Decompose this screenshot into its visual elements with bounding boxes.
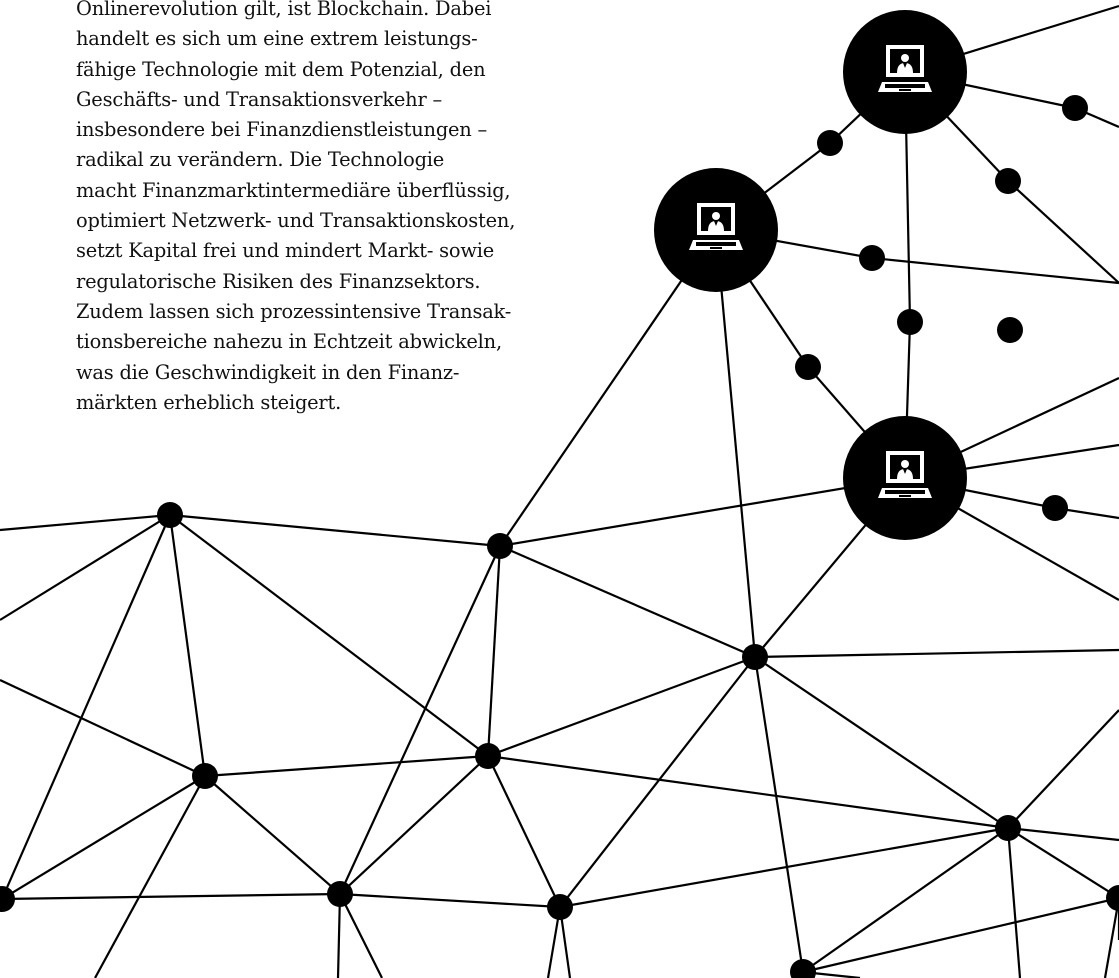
network-hubs: [654, 10, 967, 540]
network-node: [995, 815, 1021, 841]
network-link: [94, 775, 206, 978]
network-link: [339, 545, 501, 895]
network-node: [1106, 885, 1119, 911]
network-node: [817, 130, 843, 156]
text-line: fähige Technologie mit dem Potenzial, de…: [76, 57, 486, 81]
network-link: [336, 893, 342, 978]
text-line: Onlinerevolution gilt, ist Blockchain. D…: [76, 0, 492, 20]
text-line: märkten erheblich steigert.: [76, 390, 342, 414]
network-node: [1042, 495, 1068, 521]
network-link: [559, 656, 756, 908]
text-line: Geschäfts- und Transaktionsverkehr –: [76, 87, 442, 111]
network-link: [169, 513, 501, 548]
network-link: [487, 655, 756, 758]
network-link: [802, 896, 1119, 974]
network-node: [897, 309, 923, 335]
network-link: [204, 754, 489, 778]
network-node: [475, 743, 501, 769]
network-link: [871, 256, 1119, 285]
network-link: [714, 229, 757, 658]
text-line: was die Geschwindigkeit in den Finanz-: [76, 360, 460, 384]
network-node: [795, 354, 821, 380]
network-link: [499, 476, 906, 548]
text-line: optimiert Netzwerk- und Transaktionskost…: [76, 209, 516, 233]
text-line: regulatorische Risiken des Finanzsektors…: [76, 269, 481, 293]
network-link: [1, 775, 206, 900]
network-link: [1006, 827, 1022, 978]
network-link: [487, 755, 561, 908]
network-link: [339, 893, 383, 978]
network-node: [859, 245, 885, 271]
network-link: [486, 545, 502, 757]
text-line: insbesondere bei Finanzdienstleistungen …: [76, 118, 488, 142]
network-link: [753, 656, 805, 973]
text-line: radikal zu verändern. Die Technologie: [76, 148, 445, 172]
network-link: [754, 656, 1009, 829]
network-nodes: [0, 95, 1119, 978]
network-link: [499, 229, 717, 547]
computer-node: [843, 416, 967, 540]
network-link: [204, 775, 341, 895]
laptop-user-icon: [689, 203, 743, 250]
network-link: [0, 513, 171, 532]
network-node: [327, 881, 353, 907]
network-link: [802, 827, 1009, 973]
network-link: [169, 514, 489, 757]
network-link: [0, 679, 206, 777]
network-link: [1, 892, 341, 901]
text-line: setzt Kapital frei und mindert Markt- so…: [76, 239, 495, 263]
network-link: [1007, 827, 1119, 899]
laptop-user-icon: [878, 45, 932, 92]
network-link: [0, 514, 172, 900]
network-node: [995, 168, 1021, 194]
network-node: [0, 886, 15, 912]
text-line: tionsbereiche nahezu in Echtzeit abwicke…: [76, 330, 502, 354]
network-node: [742, 644, 768, 670]
intro-text: Onlinerevolution gilt, ist Blockchain. D…: [76, 0, 576, 418]
network-node: [790, 959, 816, 978]
text-line: macht Finanzmarktintermediäre überflüssi…: [76, 178, 511, 202]
network-node: [1062, 95, 1088, 121]
computer-node: [843, 10, 967, 134]
network-link: [339, 892, 561, 909]
network-link: [499, 544, 756, 659]
network-link: [754, 648, 1119, 659]
network-node: [997, 317, 1023, 343]
network-node: [487, 533, 513, 559]
network-link: [0, 514, 171, 621]
computer-node: [654, 168, 778, 292]
network-link: [1007, 826, 1119, 842]
network-node: [157, 502, 183, 528]
network-link: [1007, 709, 1119, 829]
network-link: [487, 754, 1009, 830]
network-link: [1103, 897, 1119, 978]
text-line: handelt es sich um eine extrem leistungs…: [76, 27, 478, 51]
laptop-user-icon: [878, 451, 932, 498]
text-line: Zudem lassen sich prozessintensive Trans…: [76, 299, 512, 323]
network-link: [168, 514, 207, 777]
network-node: [547, 894, 573, 920]
network-node: [192, 763, 218, 789]
network-link: [559, 826, 1009, 909]
network-link: [1007, 180, 1119, 284]
network-link: [339, 755, 489, 895]
